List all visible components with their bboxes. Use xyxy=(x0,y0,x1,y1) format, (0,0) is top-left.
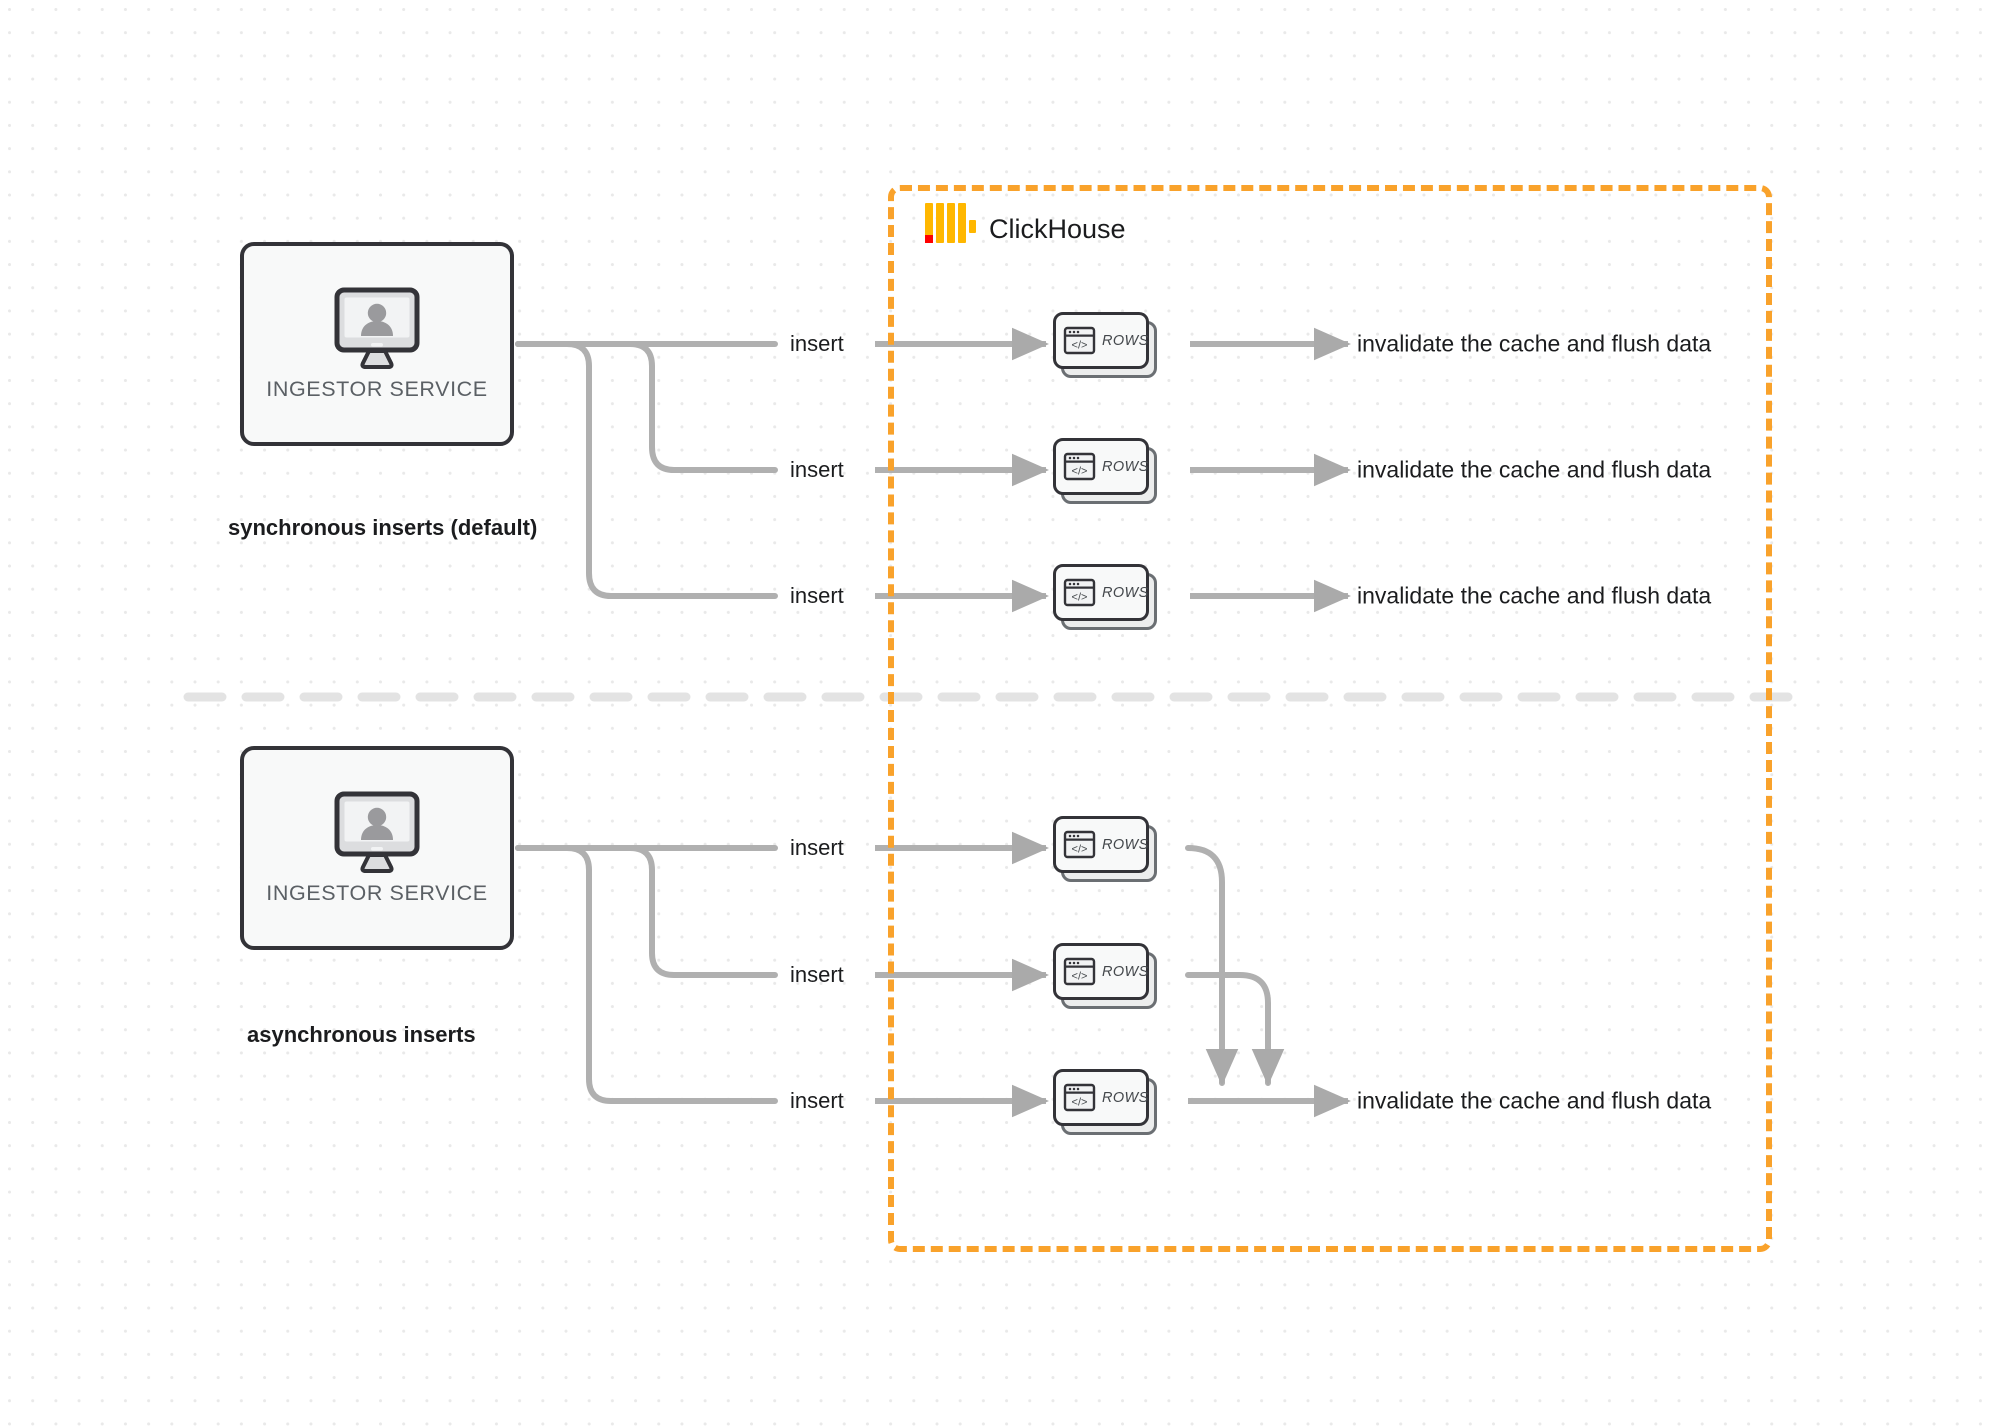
svg-text:</>: </> xyxy=(1072,971,1088,983)
section-label-async: asynchronous inserts xyxy=(247,1022,476,1047)
rows-card-sync-2[interactable]: </> ROWS xyxy=(1053,438,1157,504)
rows-card-front: </> ROWS xyxy=(1053,438,1149,495)
sync-branch-2 xyxy=(515,341,778,473)
rows-card-async-1[interactable]: </> ROWS xyxy=(1053,816,1157,882)
monitor-user-icon xyxy=(334,287,420,369)
ingestor-service-label: INGESTOR SERVICE xyxy=(266,880,488,905)
rows-card-label: ROWS xyxy=(1102,1089,1149,1106)
clickhouse-logo-icon xyxy=(925,203,976,243)
rows-card-label: ROWS xyxy=(1102,963,1149,980)
svg-text:</>: </> xyxy=(1072,1097,1088,1109)
insert-label-sync-1: insert xyxy=(790,331,844,356)
svg-text:</>: </> xyxy=(1072,466,1088,478)
ingestor-service-sync[interactable]: INGESTOR SERVICE xyxy=(240,242,514,446)
rows-card-front: </> ROWS xyxy=(1053,564,1149,621)
sink-label-async-merged: invalidate the cache and flush data xyxy=(1357,1087,1712,1114)
async-merge-from-row1 xyxy=(1185,845,1239,1086)
rows-card-label: ROWS xyxy=(1102,458,1149,475)
code-window-icon: </> xyxy=(1063,1083,1096,1112)
sync-branch-3 xyxy=(515,341,778,599)
rows-card-label: ROWS xyxy=(1102,836,1149,853)
clickhouse-brand: ClickHouse xyxy=(925,203,1126,243)
sink-label-sync-3: invalidate the cache and flush data xyxy=(1357,582,1712,609)
code-window-icon: </> xyxy=(1063,578,1096,607)
async-branch-3 xyxy=(515,845,778,1104)
svg-text:</>: </> xyxy=(1072,844,1088,856)
insert-label-sync-3: insert xyxy=(790,583,844,608)
ingestor-service-async[interactable]: INGESTOR SERVICE xyxy=(240,746,514,950)
insert-label-async-3: insert xyxy=(790,1088,844,1113)
rows-card-async-3[interactable]: </> ROWS xyxy=(1053,1069,1157,1135)
code-window-icon: </> xyxy=(1063,830,1096,859)
rows-card-sync-3[interactable]: </> ROWS xyxy=(1053,564,1157,630)
insert-label-sync-2: insert xyxy=(790,457,844,482)
async-branch-2 xyxy=(515,845,778,978)
ingestor-service-label: INGESTOR SERVICE xyxy=(266,376,488,401)
insert-label-async-2: insert xyxy=(790,962,844,987)
code-window-icon: </> xyxy=(1063,452,1096,481)
code-window-icon: </> xyxy=(1063,326,1096,355)
sink-label-sync-1: invalidate the cache and flush data xyxy=(1357,330,1712,357)
section-label-sync: synchronous inserts (default) xyxy=(228,515,538,540)
code-window-icon: </> xyxy=(1063,957,1096,986)
monitor-user-icon xyxy=(334,791,420,873)
rows-card-label: ROWS xyxy=(1102,332,1149,349)
rows-card-front: </> ROWS xyxy=(1053,312,1149,369)
insert-label-async-1: insert xyxy=(790,835,844,860)
rows-card-async-2[interactable]: </> ROWS xyxy=(1053,943,1157,1009)
svg-text:</>: </> xyxy=(1072,592,1088,604)
rows-card-front: </> ROWS xyxy=(1053,816,1149,873)
clickhouse-name: ClickHouse xyxy=(989,214,1126,244)
svg-text:</>: </> xyxy=(1072,340,1088,352)
rows-card-front: </> ROWS xyxy=(1053,943,1149,1000)
sink-label-sync-2: invalidate the cache and flush data xyxy=(1357,456,1712,483)
rows-card-sync-1[interactable]: </> ROWS xyxy=(1053,312,1157,378)
rows-card-label: ROWS xyxy=(1102,584,1149,601)
async-merge-from-row2 xyxy=(1185,972,1285,1086)
rows-card-front: </> ROWS xyxy=(1053,1069,1149,1126)
